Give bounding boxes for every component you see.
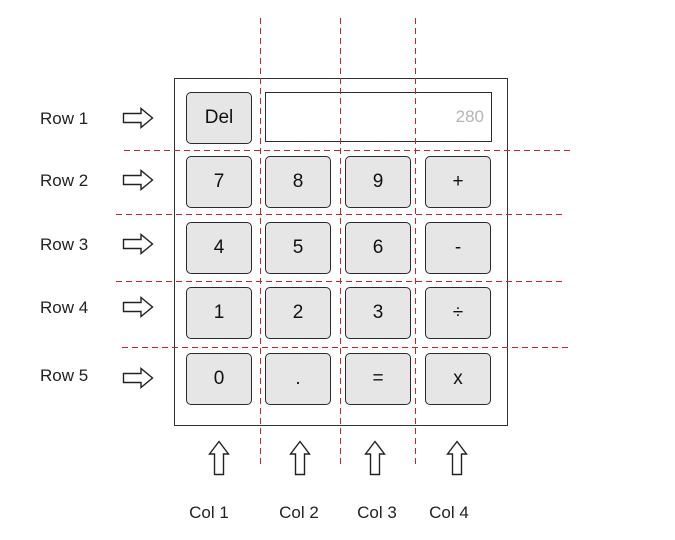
right-arrow-icon	[122, 367, 154, 389]
delete-button[interactable]: Del	[186, 92, 252, 144]
key-minus-button[interactable]: -	[425, 222, 491, 274]
row-label-4: Row 4	[40, 298, 89, 317]
key-divide-button[interactable]: ÷	[425, 287, 491, 339]
key-6-button[interactable]: 6	[345, 222, 411, 274]
key-5-button[interactable]: 5	[265, 222, 331, 274]
key-plus-button[interactable]: +	[425, 156, 491, 208]
key-2-button[interactable]: 2	[265, 287, 331, 339]
col-label-4: Col 4	[429, 503, 469, 522]
key-1-button[interactable]: 1	[186, 287, 252, 339]
key-3-button[interactable]: 3	[345, 287, 411, 339]
right-arrow-icon	[122, 233, 154, 255]
row-label-3: Row 3	[40, 235, 89, 254]
right-arrow-icon	[122, 169, 154, 191]
right-arrow-icon	[122, 107, 154, 129]
up-arrow-icon	[208, 440, 230, 476]
row-label-5: Row 5	[40, 366, 89, 385]
key-7-button[interactable]: 7	[186, 156, 252, 208]
display-value: 280	[455, 107, 484, 126]
up-arrow-icon	[289, 440, 311, 476]
key-9-button[interactable]: 9	[345, 156, 411, 208]
row-label-2: Row 2	[40, 171, 89, 190]
key-equals-button[interactable]: =	[345, 353, 411, 405]
col-label-1: Col 1	[189, 503, 229, 522]
key-decimal-button[interactable]: .	[265, 353, 331, 405]
up-arrow-icon	[446, 440, 468, 476]
up-arrow-icon	[364, 440, 386, 476]
row-label-1: Row 1	[40, 109, 89, 128]
key-0-button[interactable]: 0	[186, 353, 252, 405]
right-arrow-icon	[122, 296, 154, 318]
key-4-button[interactable]: 4	[186, 222, 252, 274]
col-label-2: Col 2	[279, 503, 319, 522]
key-multiply-button[interactable]: x	[425, 353, 491, 405]
calculator-display: 280	[265, 92, 492, 142]
key-8-button[interactable]: 8	[265, 156, 331, 208]
col-label-3: Col 3	[357, 503, 397, 522]
